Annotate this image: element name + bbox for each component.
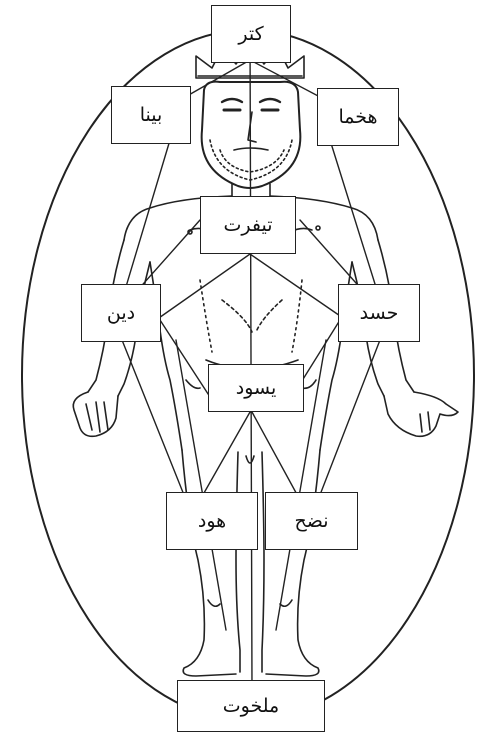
sefira-chesed: حسد xyxy=(338,284,420,342)
sefira-din: دين xyxy=(81,284,161,342)
central-axis xyxy=(250,30,252,690)
sefira-keter: كتر xyxy=(211,5,291,63)
sefira-chokhmah: هخما xyxy=(317,88,399,146)
sefira-hod: هود xyxy=(166,492,258,550)
sefira-yesod: يسود xyxy=(208,364,304,412)
sefira-binah: بينا xyxy=(111,86,191,144)
sefira-tiferet: تيفرت xyxy=(200,196,296,254)
sefira-malkhut: ملخوت xyxy=(177,680,325,732)
sefira-netzach: نضح xyxy=(265,492,358,550)
